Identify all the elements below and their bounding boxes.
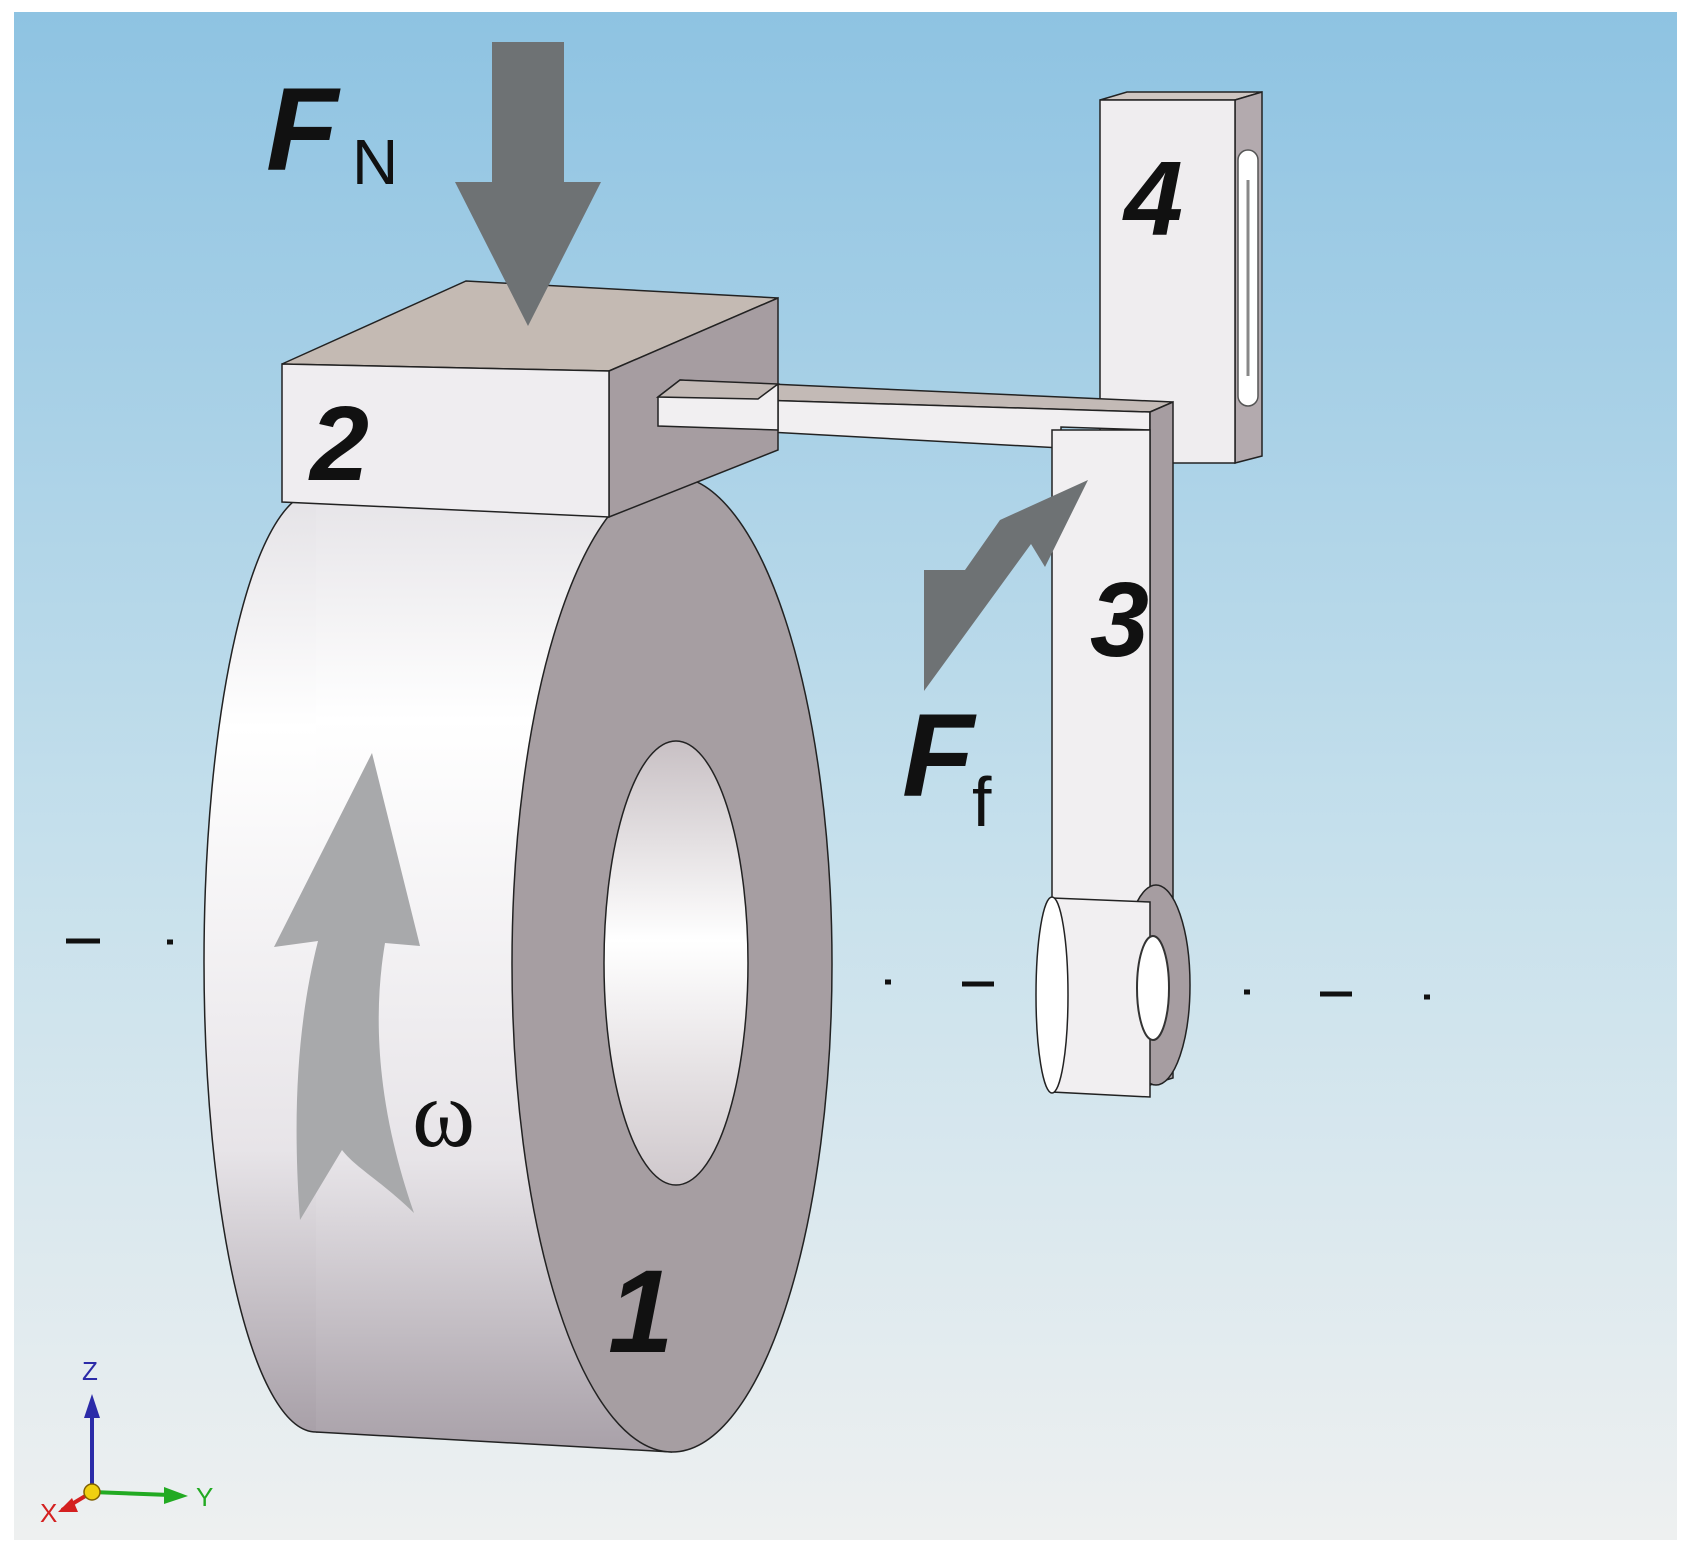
friction-force-subscript: f	[972, 763, 992, 841]
part-2-label: 2	[308, 385, 369, 503]
normal-force-subscript: N	[352, 126, 398, 198]
x-axis-arrowhead	[58, 1498, 78, 1512]
triad-origin	[83, 1483, 101, 1501]
disk-rim-bottom-edge	[315, 1431, 673, 1453]
friction-force-arrow	[924, 480, 1088, 691]
part-3-label: 3	[1090, 561, 1149, 679]
z-axis-arrowhead	[84, 1394, 100, 1418]
angular-velocity-label: ω	[412, 1060, 475, 1167]
arm-attachment-top	[655, 379, 781, 400]
block-front-face	[281, 363, 610, 518]
part-4-label: 4	[1122, 140, 1183, 258]
part-1-disk	[203, 475, 833, 1453]
z-axis-label: Z	[82, 1356, 98, 1386]
arm-end-ring-face	[1035, 896, 1069, 1094]
y-axis-line	[91, 1490, 171, 1497]
part-2-block	[281, 280, 779, 519]
arm-end-ring-hole	[1136, 935, 1170, 1041]
normal-force-arrow	[455, 42, 601, 326]
y-axis-label: Y	[196, 1482, 213, 1512]
part-3-arm	[655, 379, 1191, 1098]
rotation-arrow	[274, 753, 420, 1220]
y-axis-arrowhead	[164, 1487, 188, 1504]
x-axis-label: X	[40, 1498, 57, 1528]
disk-bore	[603, 740, 749, 1186]
normal-force-symbol: F	[266, 64, 341, 196]
axes-triad: Z Y X	[40, 1356, 213, 1528]
friction-force-symbol: F	[902, 690, 977, 822]
part-1-label: 1	[608, 1246, 674, 1378]
